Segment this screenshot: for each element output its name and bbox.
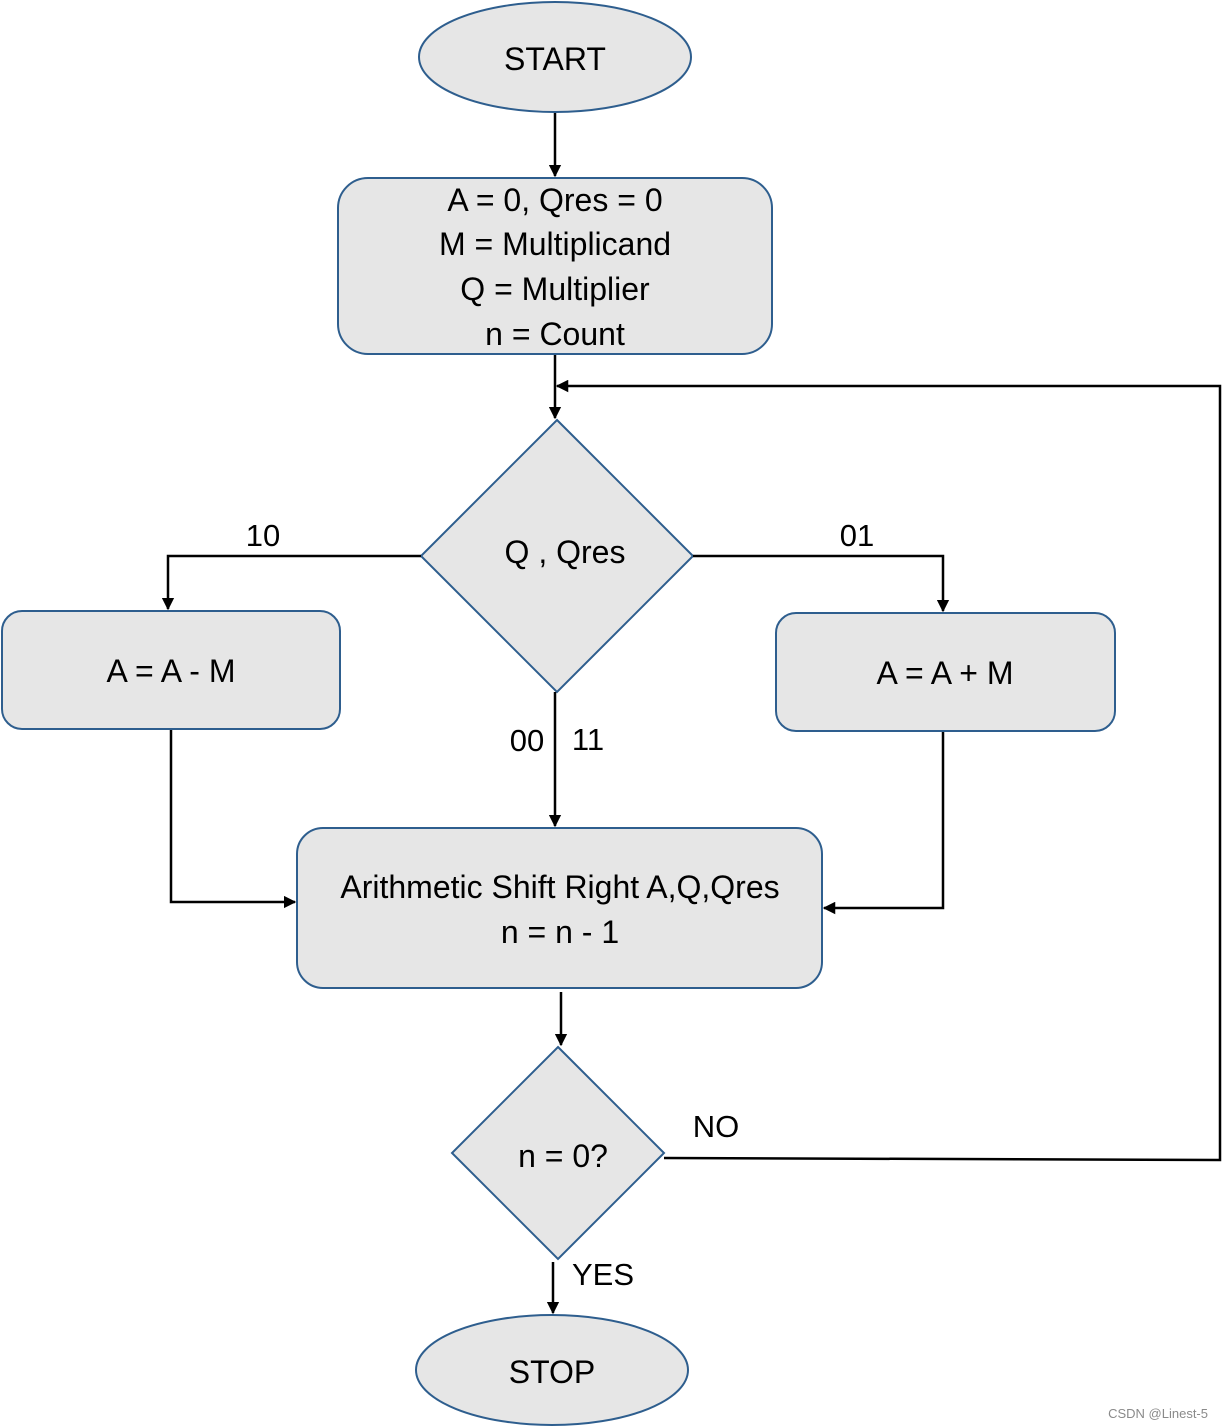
edge-label-00: 00 [510, 723, 544, 758]
n-zero-decision: n = 0? [450, 1045, 666, 1261]
edge-subtract-to-shift [169, 730, 297, 909]
init-line-1: A = 0, Qres = 0 [447, 182, 662, 218]
stop-label: STOP [509, 1354, 596, 1390]
shift-line-2: n = n - 1 [501, 914, 619, 950]
n-zero-label: n = 0? [518, 1138, 608, 1174]
subtract-label: A = A - M [107, 653, 236, 689]
connectors [161, 113, 1222, 1315]
init-line-3: Q = Multiplier [460, 271, 650, 307]
edge-add-to-shift [822, 732, 945, 915]
start-node: START [418, 1, 692, 113]
shift-line-1: Arithmetic Shift Right A,Q,Qres [340, 869, 779, 905]
subtract-node: A = A - M [1, 610, 341, 730]
add-node: A = A + M [775, 612, 1116, 732]
start-label: START [504, 41, 606, 77]
edge-loop-no [555, 379, 1222, 1162]
shift-node: Arithmetic Shift Right A,Q,Qres n = n - … [296, 827, 823, 989]
edge-label-no: NO [693, 1109, 740, 1144]
q-qres-decision: Q , Qres [419, 418, 695, 694]
q-qres-label: Q , Qres [505, 534, 626, 570]
watermark-text: CSDN @Linest-5 [1108, 1406, 1208, 1421]
edge-label-11: 11 [572, 722, 604, 757]
edge-decision-to-add [693, 554, 950, 613]
edge-label-01: 01 [840, 518, 874, 553]
add-label: A = A + M [877, 655, 1014, 691]
stop-node: STOP [415, 1314, 689, 1426]
edge-decision-to-subtract [161, 554, 421, 611]
edge-label-10: 10 [246, 518, 280, 553]
edge-label-yes: YES [572, 1257, 634, 1292]
init-node: A = 0, Qres = 0 M = Multiplicand Q = Mul… [337, 177, 773, 355]
init-line-4: n = Count [485, 316, 625, 352]
init-line-2: M = Multiplicand [439, 226, 671, 262]
